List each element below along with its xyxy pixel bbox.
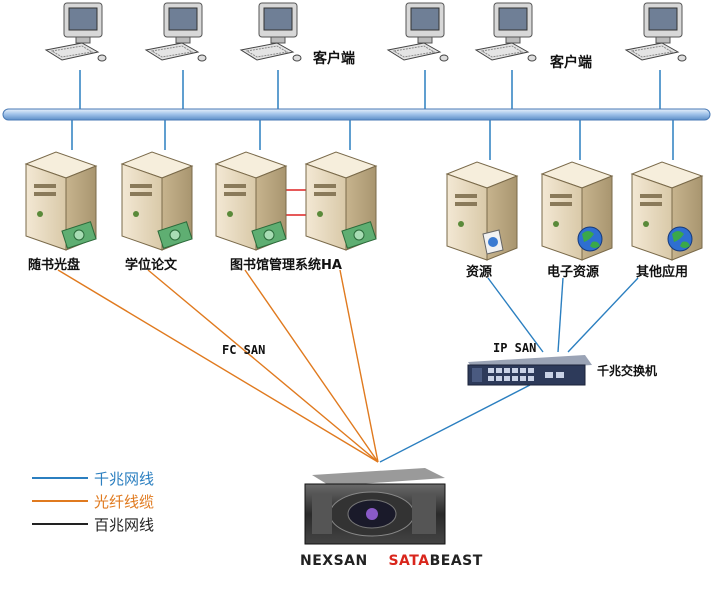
money-icon: [341, 221, 377, 249]
legend-text: 光纤线缆: [94, 492, 155, 511]
client-computer: [624, 2, 687, 62]
server-label: 随书光盘: [28, 258, 81, 273]
server-label: 其他应用: [636, 265, 689, 280]
fiber-links: [57, 269, 379, 463]
legend-item-fiber: 光纤线缆: [32, 491, 154, 511]
legend-swatch-fiber: [32, 500, 88, 502]
legend-text: 百兆网线: [94, 515, 155, 534]
client-label-right: 客户端: [550, 55, 592, 71]
server: [24, 151, 98, 251]
server: [304, 151, 378, 251]
legend-item-hundred: 百兆网线: [32, 514, 154, 534]
server-label: 学位论文: [125, 258, 178, 273]
brand-nexsan: NEXSAN: [300, 553, 368, 569]
globe-icon: [577, 226, 603, 252]
client-label-left: 客户端: [313, 51, 355, 67]
money-icon: [157, 221, 193, 249]
legend-swatch-hundred: [32, 523, 88, 525]
brand-logo: NEXSAN SATABEAST: [300, 553, 483, 569]
client-computer: [144, 2, 207, 62]
server: [630, 161, 704, 261]
legend-item-gigabit: 千兆网线: [32, 468, 154, 488]
server-group: [24, 151, 704, 261]
ip-san-label: IP SAN: [493, 341, 537, 355]
server: [540, 161, 614, 261]
switch-label: 千兆交换机: [597, 364, 658, 378]
server-label: 电子资源: [547, 265, 600, 280]
client-computer: [474, 2, 537, 62]
client-computer: [44, 2, 107, 62]
ha-links: [285, 189, 307, 216]
server-label: 图书馆管理系统HA: [230, 258, 342, 273]
server: [120, 151, 194, 251]
storage-array: [304, 468, 446, 545]
server: [214, 151, 288, 251]
client-connectors: [79, 70, 661, 112]
server: [445, 161, 519, 261]
client-computer: [386, 2, 449, 62]
client-computer: [239, 2, 302, 62]
package-icon: [482, 229, 504, 255]
money-icon: [61, 221, 97, 249]
legend-swatch-gigabit: [32, 477, 88, 479]
client-computers: [44, 2, 687, 62]
server-label: 资源: [466, 265, 493, 280]
brand-sata: SATA: [388, 553, 430, 569]
money-icon: [251, 221, 287, 249]
gigabit-switch: [467, 355, 592, 386]
fc-san-label: FC SAN: [222, 343, 266, 357]
brand-beast: BEAST: [429, 553, 483, 569]
gigabit-links: [379, 277, 639, 463]
legend-text: 千兆网线: [94, 469, 155, 488]
globe-icon: [667, 226, 693, 252]
server-connectors: [71, 118, 674, 160]
network-bus: [2, 108, 711, 121]
